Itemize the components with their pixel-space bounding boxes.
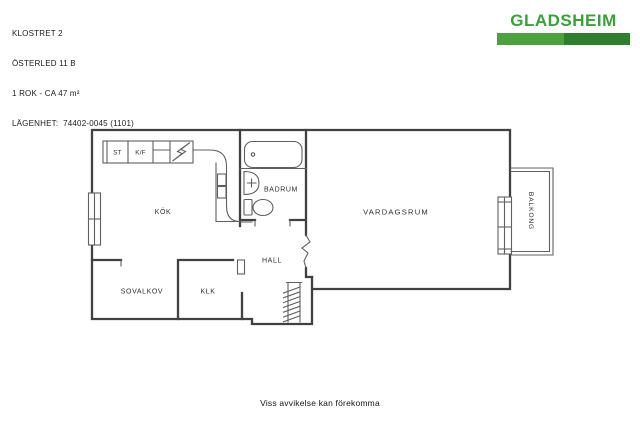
disclaimer-text: Viss avvikelse kan förekomma (260, 398, 380, 408)
entrance-door-hatch-icon (282, 281, 303, 323)
room-label-balkong: BALKONG (527, 192, 534, 230)
stove-icon (172, 142, 191, 162)
interior-walls (90, 128, 314, 321)
plan-header: KLOSTRET 2 ÖSTERLED 11 B 1 ROK - CA 47 m… (12, 9, 134, 139)
door-jamb-ticks (120, 219, 291, 267)
room-label-sovalkov: SOVALKOV (121, 289, 163, 296)
header-line-address: ÖSTERLED 11 B (12, 59, 76, 68)
logo-bar-left (497, 33, 564, 45)
kitchen-window-icon (87, 192, 102, 246)
room-label-hall: HALL (262, 258, 282, 265)
klk-door-jamb-icon (236, 259, 246, 275)
bathtub-icon (239, 140, 307, 170)
kitchen-sink-icon (216, 173, 227, 187)
logo-bar (497, 33, 630, 45)
room-label-st: ST (113, 150, 121, 157)
toilet-icon (243, 198, 274, 217)
room-label-badrum: BADRUM (264, 187, 298, 194)
logo-text: GLADSHEIM (510, 11, 617, 30)
header-line-property: KLOSTRET 2 (12, 29, 63, 38)
balcony-outline (510, 167, 554, 256)
room-label-klk: KLK (200, 289, 215, 296)
logo-bar-right (563, 33, 630, 45)
sink-icon (243, 170, 260, 196)
kitchen-counter-icon (192, 149, 241, 223)
room-label-kf: K/F (135, 150, 145, 157)
balcony-door-window-icon (497, 196, 513, 255)
room-label-vardagsrum: VARDAGSRUM (363, 208, 429, 217)
kitchen-cabinets-icon (102, 140, 194, 164)
room-label-kok: KÖK (155, 208, 172, 216)
header-line-size: 1 ROK - CA 47 m² (12, 89, 80, 98)
gladsheim-logo: GLADSHEIM (497, 12, 630, 45)
header-line-apartment-id: LÄGENHET: 74402-0045 (1101) (12, 119, 134, 128)
opening-zigzag-icon (301, 234, 311, 269)
